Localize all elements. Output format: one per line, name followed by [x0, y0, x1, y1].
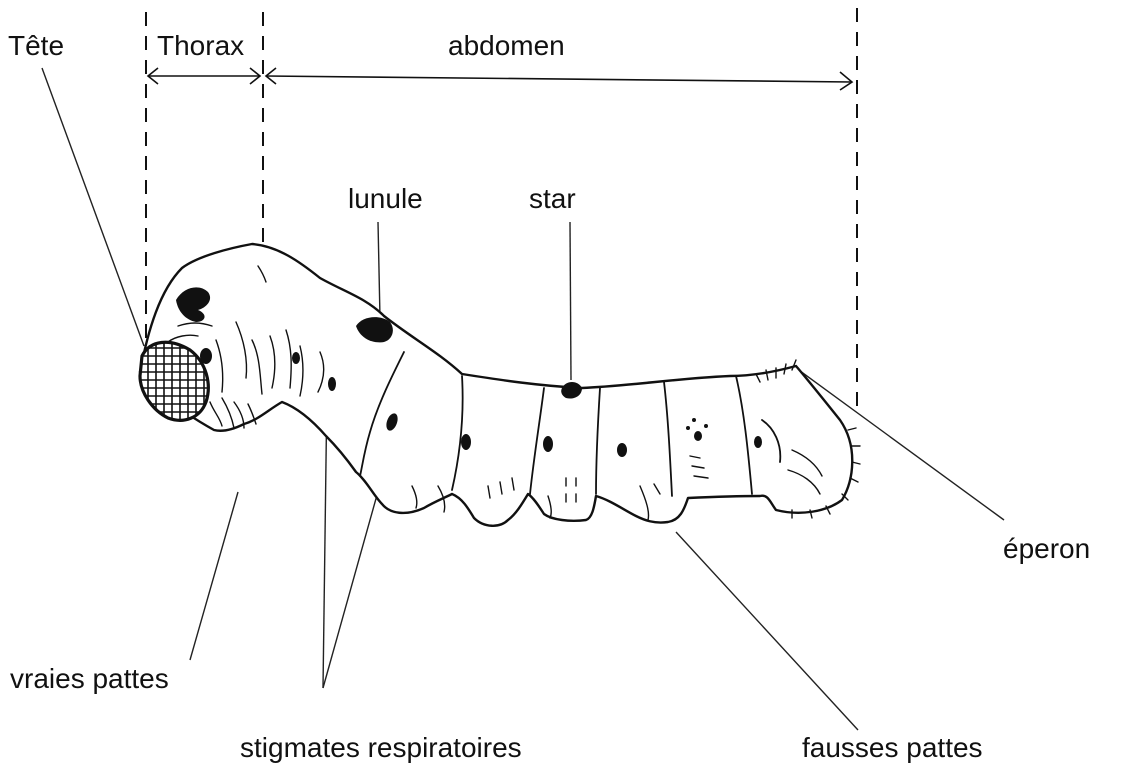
leader-vraies-pattes [190, 492, 238, 660]
label-stigmates-respiratoires: stigmates respiratoires [240, 732, 522, 763]
thorax-span-arrow [148, 68, 260, 84]
caterpillar-body-outline [140, 244, 852, 526]
span-arrows [148, 68, 852, 90]
leader-stigmates-2 [323, 470, 384, 688]
leader-tete [42, 68, 144, 346]
leader-lunule [378, 222, 380, 318]
label-tete: Tête [8, 30, 64, 61]
label-vraies-pattes: vraies pattes [10, 663, 169, 694]
label-star: star [529, 183, 576, 214]
caterpillar-illustration [140, 244, 860, 526]
leader-fausses-pattes [676, 532, 858, 730]
label-lunule: lunule [348, 183, 423, 214]
leader-star [570, 222, 571, 380]
label-abdomen: abdomen [448, 30, 565, 61]
abdomen-span-arrow [266, 68, 852, 90]
label-eperon: éperon [1003, 533, 1090, 564]
label-fausses-pattes: fausses pattes [802, 732, 983, 763]
label-thorax: Thorax [157, 30, 244, 61]
